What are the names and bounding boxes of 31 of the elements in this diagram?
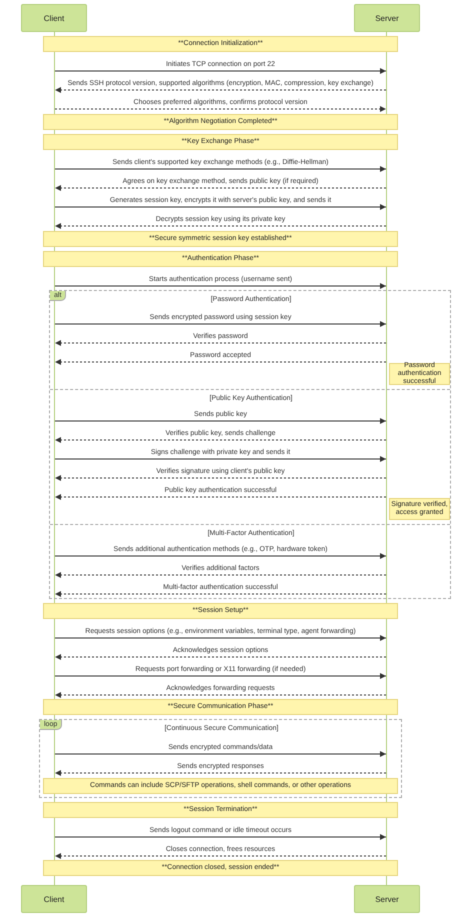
message-arrow (54, 185, 386, 191)
message-arrow (54, 572, 386, 578)
message-arrow (54, 418, 386, 424)
message-arrow (54, 494, 386, 500)
message-arrow (54, 591, 386, 597)
message-arrow (54, 692, 386, 698)
message-arrow (54, 553, 386, 559)
message-arrow (54, 223, 386, 229)
message-arrow (54, 770, 386, 776)
message-arrow (54, 359, 386, 365)
message-arrow (54, 456, 386, 462)
message-arrow (54, 87, 386, 93)
message-arrow (54, 106, 386, 112)
message-arrow (54, 853, 386, 859)
message-arrow (54, 654, 386, 660)
message-arrow (54, 751, 386, 757)
message-arrow (54, 635, 386, 641)
message-arrow (54, 166, 386, 172)
participant-box: Client (21, 885, 87, 913)
participant-box: Client (21, 4, 87, 32)
message-arrow (54, 283, 386, 289)
message-arrow (54, 340, 386, 346)
message-arrow (54, 673, 386, 679)
participant-box: Server (354, 885, 420, 913)
message-arrow (54, 321, 386, 327)
participant-box: Server (354, 4, 420, 32)
message-arrow (54, 834, 386, 840)
message-arrow (54, 437, 386, 443)
message-arrow (54, 475, 386, 481)
message-arrow (54, 68, 386, 74)
message-arrow (54, 204, 386, 210)
